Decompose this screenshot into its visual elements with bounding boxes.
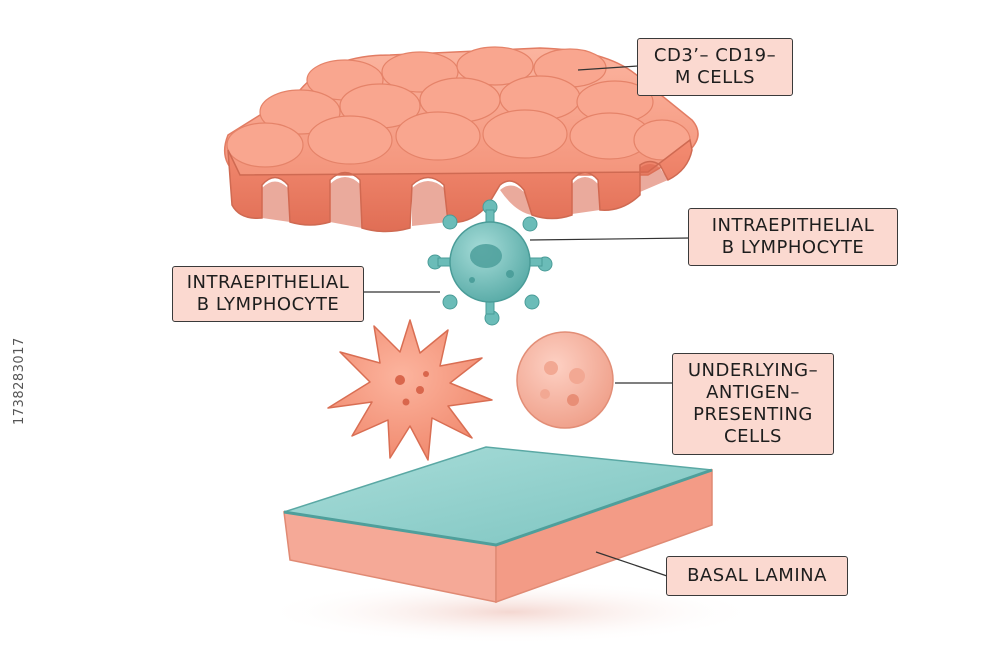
antigen-presenting-cell — [516, 331, 614, 429]
label-m-cells-line1: CD3’– CD19– — [653, 45, 777, 66]
leader-lines — [355, 65, 691, 577]
label-basal-lamina-line1: BASAL LAMINA — [687, 565, 827, 586]
basal-lamina-slab — [260, 446, 760, 644]
stock-id-text: 1738283017 — [12, 337, 27, 425]
label-b-lymphocyte-right: INTRAEPITHELIAL B LYMPHOCYTE — [688, 208, 898, 266]
label-basal-lamina: BASAL LAMINA — [666, 556, 848, 596]
label-b-lymphocyte-left-line1: INTRAEPITHELIAL — [186, 272, 350, 293]
label-b-lymphocyte-left-line2: B LYMPHOCYTE — [196, 294, 340, 315]
label-b-lymphocyte-right-line1: INTRAEPITHELIAL — [711, 215, 875, 236]
b-lymphocyte-cell — [427, 199, 553, 326]
label-antigen-presenting-cells: UNDERLYING– ANTIGEN– PRESENTING CELLS — [672, 353, 834, 455]
dendritic-cell — [327, 319, 493, 461]
epithelium-layer — [223, 46, 699, 233]
label-b-lymphocyte-left: INTRAEPITHELIAL B LYMPHOCYTE — [172, 266, 364, 322]
label-apc-line2: ANTIGEN– — [706, 382, 800, 403]
label-apc-line4: CELLS — [724, 426, 782, 447]
label-m-cells: CD3’– CD19– M CELLS — [637, 38, 793, 96]
label-m-cells-line2: M CELLS — [674, 67, 756, 88]
label-apc-line3: PRESENTING — [693, 404, 813, 425]
label-apc-line1: UNDERLYING– — [687, 360, 819, 381]
label-b-lymphocyte-right-line2: B LYMPHOCYTE — [721, 237, 865, 258]
